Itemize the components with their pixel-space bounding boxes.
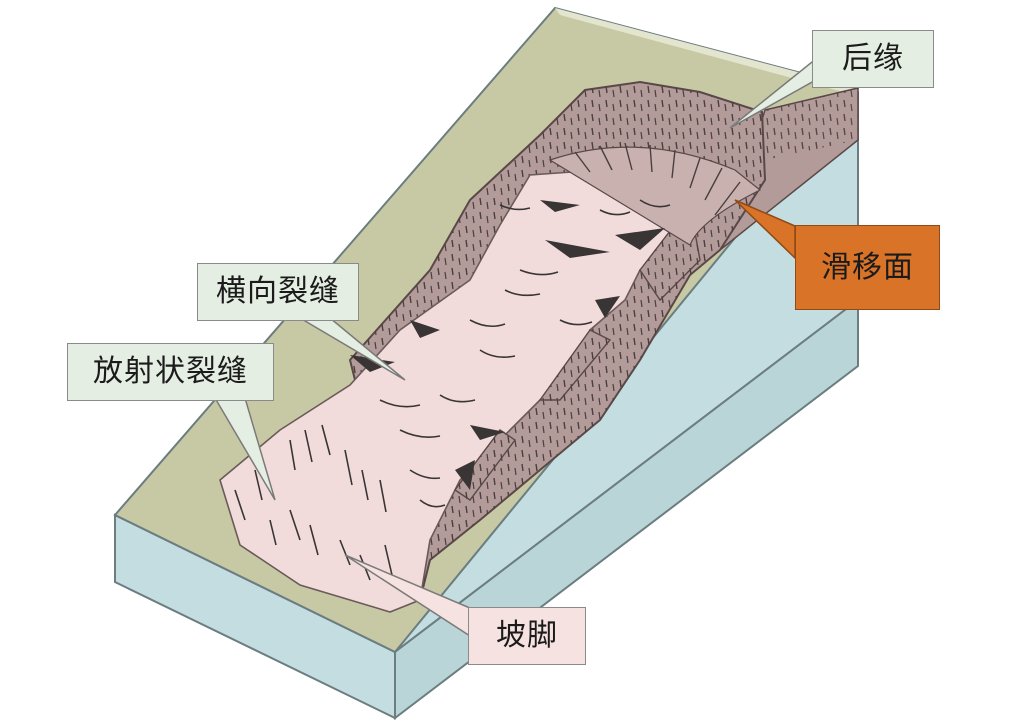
transverse-cracks-label: 横向裂缝 [197, 263, 359, 321]
radial-cracks [234, 199, 671, 581]
slip-surface-label: 滑移面 [795, 225, 940, 310]
radial-cracks-label: 放射状裂缝 [67, 343, 274, 401]
rear-edge-label: 后缘 [812, 30, 934, 88]
transverse-cracks [350, 200, 665, 490]
landslide-body [219, 169, 691, 613]
slope-toe-label: 坡脚 [468, 607, 586, 665]
